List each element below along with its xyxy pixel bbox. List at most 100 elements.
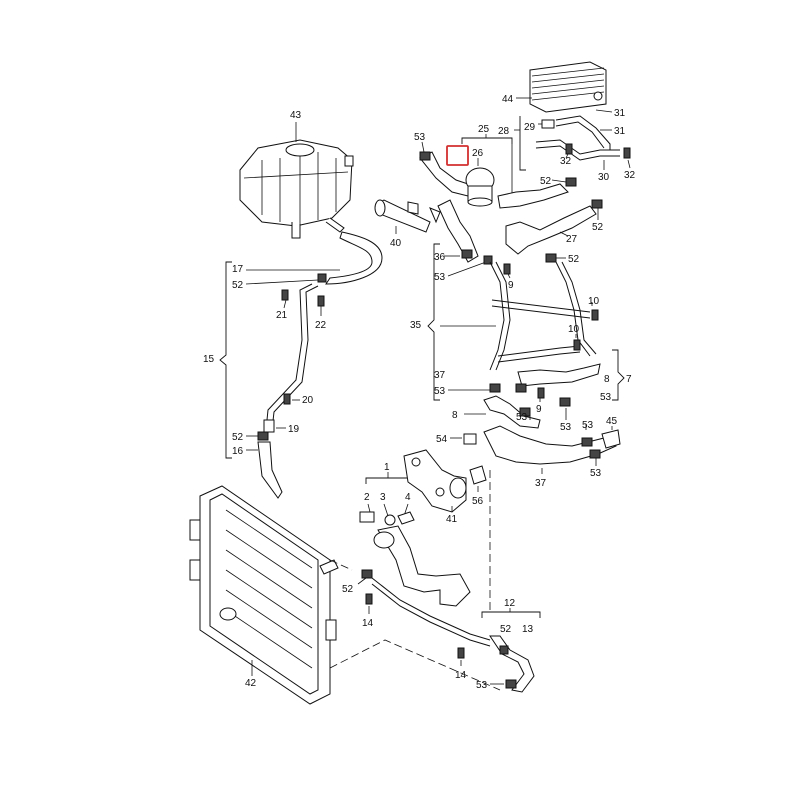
callout-52c: 52 xyxy=(342,584,354,595)
clamp xyxy=(545,253,557,263)
coolant-flange-40[interactable] xyxy=(374,199,441,233)
callout-31a: 31 xyxy=(614,108,626,119)
screw xyxy=(565,143,573,155)
callout-31b: 31 xyxy=(614,126,626,137)
callout-36: 36 xyxy=(434,252,446,263)
fitting-29 xyxy=(541,119,555,129)
clamp xyxy=(591,199,603,209)
callout-53e: 53 xyxy=(600,392,612,403)
callout-27: 27 xyxy=(566,234,578,245)
callout-52d: 52 xyxy=(500,624,512,635)
callout-15: 15 xyxy=(203,354,215,365)
callout-40: 40 xyxy=(390,238,402,249)
expansion-tank[interactable] xyxy=(239,139,354,239)
callout-53b: 53 xyxy=(434,272,446,283)
clamp xyxy=(317,273,327,283)
callout-9a: 9 xyxy=(508,280,514,291)
clamp xyxy=(461,249,473,259)
callout-4: 4 xyxy=(405,492,411,503)
screw xyxy=(537,387,545,399)
screw-21 xyxy=(281,289,289,301)
highlight-box[interactable] xyxy=(446,145,469,166)
callout-14a: 14 xyxy=(362,618,374,629)
callout-19: 19 xyxy=(288,424,300,435)
callout-54: 54 xyxy=(436,434,448,445)
clamp xyxy=(581,437,593,447)
callout-52b: 52 xyxy=(232,432,244,443)
clamp xyxy=(489,383,501,393)
screw-22 xyxy=(317,295,325,307)
callout-14b: 14 xyxy=(455,670,467,681)
callout-32b: 32 xyxy=(624,170,636,181)
callout-52a: 52 xyxy=(232,280,244,291)
callout-9b: 9 xyxy=(536,404,542,415)
valve-26[interactable] xyxy=(465,167,495,207)
radiator[interactable] xyxy=(189,485,339,705)
screw xyxy=(503,263,511,275)
callout-7: 7 xyxy=(626,374,632,385)
bracket-56 xyxy=(469,465,487,485)
seal-54 xyxy=(463,433,477,445)
callout-8a: 8 xyxy=(452,410,458,421)
callout-53c: 53 xyxy=(414,132,426,143)
callout-20: 20 xyxy=(302,395,314,406)
callout-43: 43 xyxy=(290,110,302,121)
screw-14b xyxy=(457,647,465,659)
callout-1: 1 xyxy=(384,462,390,473)
callout-45: 45 xyxy=(606,416,618,427)
callout-52g: 52 xyxy=(568,254,580,265)
callout-56: 56 xyxy=(472,496,484,507)
callout-2: 2 xyxy=(364,492,370,503)
clamp xyxy=(589,449,601,459)
callout-52f: 52 xyxy=(592,222,604,233)
callout-53a: 53 xyxy=(476,680,488,691)
screw xyxy=(573,339,581,351)
callout-53g: 53 xyxy=(560,422,572,433)
callout-30: 30 xyxy=(598,172,610,183)
callout-53h: 53 xyxy=(582,420,594,431)
clip-19 xyxy=(263,419,275,433)
callout-3: 3 xyxy=(380,492,386,503)
callout-44: 44 xyxy=(502,94,514,105)
callout-21: 21 xyxy=(276,310,288,321)
clamp xyxy=(515,383,527,393)
callout-37a: 37 xyxy=(434,370,446,381)
clamp xyxy=(565,177,577,187)
callout-8b: 8 xyxy=(604,374,610,385)
clamp xyxy=(559,397,571,407)
clamp xyxy=(419,151,431,161)
screw-14a xyxy=(365,593,373,605)
screw-20 xyxy=(283,393,291,405)
clamp xyxy=(483,255,493,265)
callout-17: 17 xyxy=(232,264,244,275)
sensor-2 xyxy=(359,511,375,523)
callout-42: 42 xyxy=(245,678,257,689)
callout-10b: 10 xyxy=(568,324,580,335)
callout-13: 13 xyxy=(522,624,534,635)
oil-cooler-44[interactable] xyxy=(529,61,607,113)
callout-25: 25 xyxy=(478,124,490,135)
callout-10a: 10 xyxy=(588,296,600,307)
callout-52e: 52 xyxy=(540,176,552,187)
clamp xyxy=(505,679,517,689)
screw xyxy=(623,147,631,159)
callout-53d: 53 xyxy=(434,386,446,397)
callout-26: 26 xyxy=(472,148,484,159)
clamp xyxy=(499,645,509,655)
callout-12: 12 xyxy=(504,598,516,609)
callout-37b: 37 xyxy=(535,478,547,489)
callout-35: 35 xyxy=(410,320,422,331)
callout-29: 29 xyxy=(524,122,536,133)
callout-53f: 53 xyxy=(516,412,528,423)
clamp xyxy=(257,431,269,441)
o-ring-3 xyxy=(384,514,396,526)
callout-53i: 53 xyxy=(590,468,602,479)
thermostat-housing[interactable] xyxy=(403,449,467,513)
callout-22: 22 xyxy=(315,320,327,331)
callout-41: 41 xyxy=(446,514,458,525)
clip-4 xyxy=(397,511,415,525)
callout-16: 16 xyxy=(232,446,244,457)
callout-28: 28 xyxy=(498,126,510,137)
